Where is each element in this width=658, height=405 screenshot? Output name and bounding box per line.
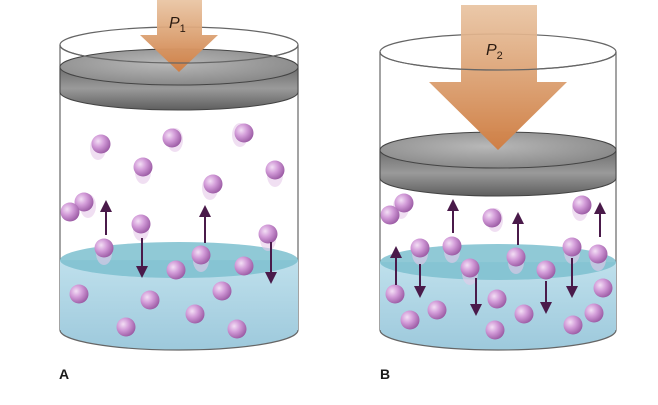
panel-b: P2 xyxy=(379,5,617,351)
molecule-icon xyxy=(232,123,254,147)
molecule-icon xyxy=(140,290,160,310)
molecule-icon xyxy=(506,247,526,274)
molecule-icon xyxy=(191,245,211,272)
molecule-icon xyxy=(584,303,604,323)
molecule-icon xyxy=(588,244,608,271)
molecules-a xyxy=(60,123,285,339)
molecule-icon xyxy=(94,238,114,265)
molecule-icon xyxy=(60,202,80,222)
molecule-icon xyxy=(258,224,278,251)
molecule-icon xyxy=(90,134,111,160)
container-a-bottom xyxy=(59,329,299,351)
panel-label-b: B xyxy=(380,366,391,382)
molecule-icon xyxy=(69,284,89,304)
molecule-icon xyxy=(442,236,462,263)
pressure-arrow-a: P1 xyxy=(140,0,218,72)
velocity-arrows-b xyxy=(390,199,606,316)
molecule-icon xyxy=(487,289,507,309)
molecule-icon xyxy=(485,320,505,340)
molecule-icon xyxy=(131,214,151,241)
molecule-icon xyxy=(202,174,223,200)
molecule-icon xyxy=(460,258,480,285)
velocity-arrows-a xyxy=(100,200,277,284)
molecule-icon xyxy=(562,237,582,264)
molecule-icon xyxy=(593,278,613,298)
molecule-icon xyxy=(162,128,183,152)
liquid-b-surface xyxy=(380,244,616,280)
molecule-icon xyxy=(185,304,205,324)
molecules-b xyxy=(380,193,613,340)
molecule-icon xyxy=(572,195,592,221)
molecule-icon xyxy=(482,208,503,232)
molecule-icon xyxy=(400,310,420,330)
panel-a: P1 xyxy=(59,0,299,351)
molecule-icon xyxy=(265,160,285,187)
pressure-arrow-icon xyxy=(429,5,567,150)
piston-a xyxy=(59,48,299,111)
molecule-icon xyxy=(410,238,430,265)
molecule-icon xyxy=(385,284,405,304)
pressure-label-a: P1 xyxy=(169,15,186,35)
container-b-rim-front xyxy=(379,51,617,71)
molecule-icon xyxy=(563,315,583,335)
pressure-arrow-icon xyxy=(140,0,218,72)
molecule-icon xyxy=(427,300,447,320)
panel-label-a: A xyxy=(59,366,70,382)
molecule-icon xyxy=(212,281,232,301)
molecule-icon xyxy=(133,157,153,184)
molecule-icon xyxy=(74,192,96,218)
molecule-icon xyxy=(380,205,400,225)
molecule-icon xyxy=(166,260,186,280)
container-b-bottom xyxy=(379,329,617,351)
molecule-icon xyxy=(116,317,136,337)
molecule-icon xyxy=(536,260,556,280)
molecule-icon xyxy=(514,304,534,324)
container-a-rim-front xyxy=(59,44,299,64)
pressure-arrow-b: P2 xyxy=(429,5,567,150)
molecule-icon xyxy=(234,256,254,276)
pressure-label-b: P2 xyxy=(486,42,503,62)
molecule-icon xyxy=(227,319,247,339)
